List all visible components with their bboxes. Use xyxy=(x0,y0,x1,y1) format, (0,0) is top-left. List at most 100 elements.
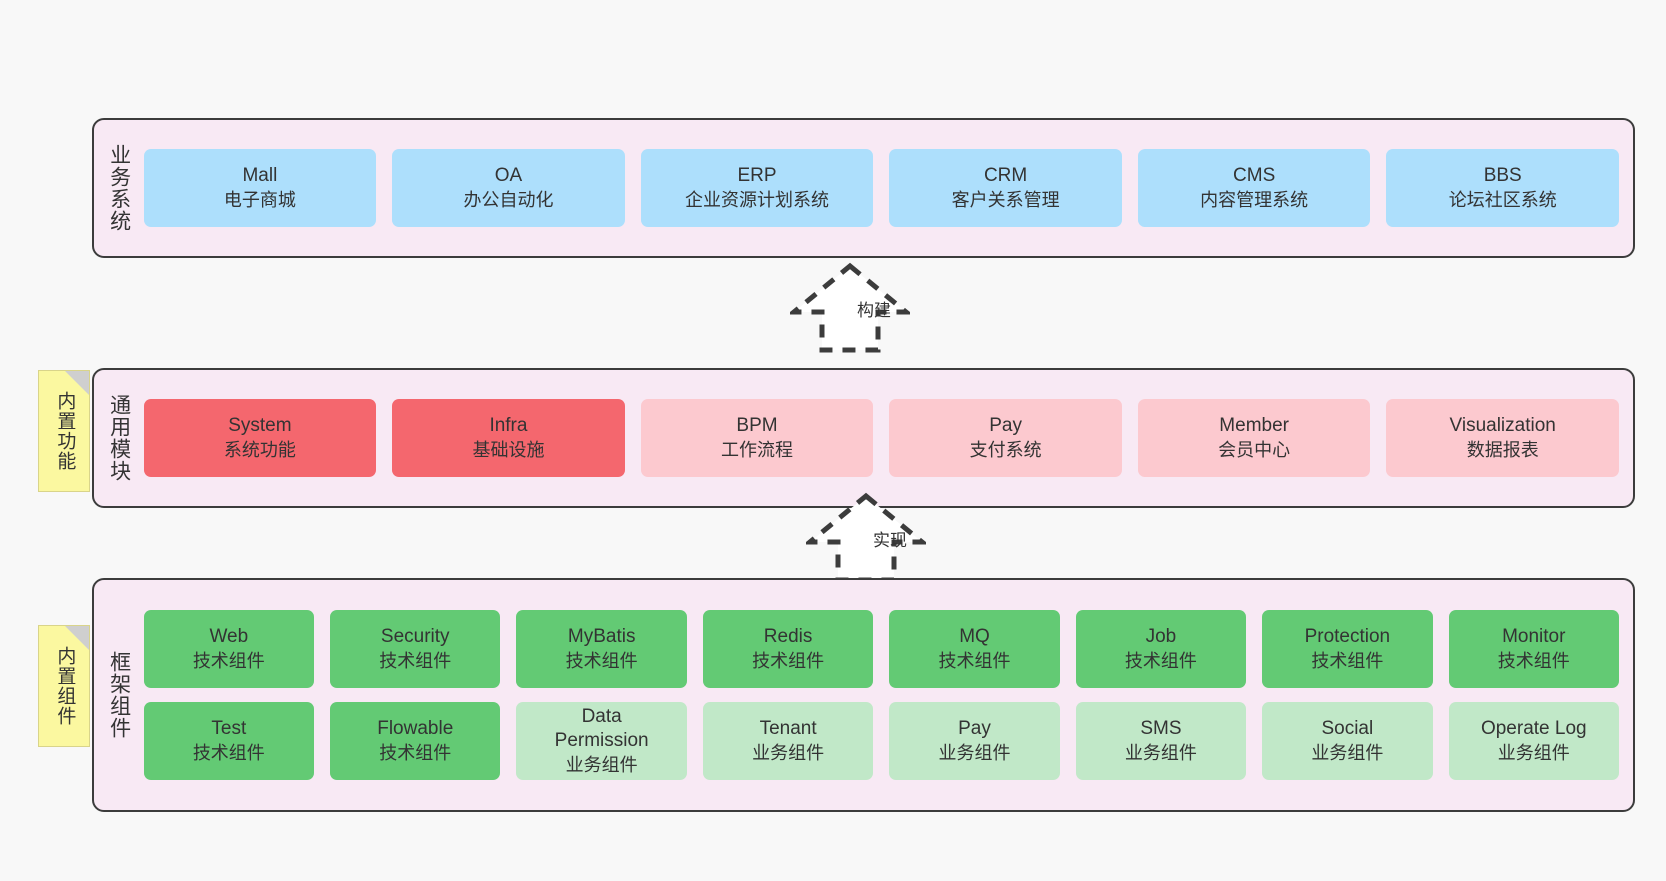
card-flowable[interactable]: Flowable 技术组件 xyxy=(330,702,501,780)
card-tenant-cn: 业务组件 xyxy=(752,742,825,763)
card-oa-en: OA xyxy=(494,165,523,187)
connector-build-arrow xyxy=(790,262,910,353)
card-operate-log-cn: 业务组件 xyxy=(1497,742,1570,763)
card-system-cn: 系统功能 xyxy=(223,439,296,460)
card-cms-en: CMS xyxy=(1233,165,1276,187)
card-data-permission[interactable]: Data Permission 业务组件 xyxy=(516,702,687,780)
card-security[interactable]: Security 技术组件 xyxy=(330,610,501,688)
card-security-en: Security xyxy=(380,626,450,648)
card-operate-log[interactable]: Operate Log 业务组件 xyxy=(1448,702,1619,780)
card-crm-cn: 客户关系管理 xyxy=(951,189,1060,210)
business-system-card-row: Mall 电子商城 OA 办公自动化 ERP 企业资源计划系统 CRM 客户关系… xyxy=(143,149,1619,227)
layer-business-system-title: 业务系统 xyxy=(107,144,131,232)
layer-common-module-title: 通用模块 xyxy=(107,394,131,482)
note-builtin-function-text: 内置功能 xyxy=(54,391,76,471)
card-mq[interactable]: MQ 技术组件 xyxy=(889,610,1060,688)
card-mybatis[interactable]: MyBatis 技术组件 xyxy=(516,610,687,688)
card-oa[interactable]: OA 办公自动化 xyxy=(392,149,625,227)
layer-framework-component: 框架组件 Web 技术组件 Security 技术组件 MyBatis 技术组件… xyxy=(92,578,1635,812)
card-mall[interactable]: Mall 电子商城 xyxy=(143,149,377,227)
card-web-cn: 技术组件 xyxy=(192,650,265,671)
layer-common-module: 通用模块 System 系统功能 Infra 基础设施 BPM 工作流程 Pay… xyxy=(92,368,1635,508)
card-web-en: Web xyxy=(209,626,249,648)
layer-business-system-body: Mall 电子商城 OA 办公自动化 ERP 企业资源计划系统 CRM 客户关系… xyxy=(142,120,1633,256)
card-monitor-cn: 技术组件 xyxy=(1497,650,1570,671)
card-infra-cn: 基础设施 xyxy=(472,439,545,460)
card-oa-cn: 办公自动化 xyxy=(463,189,554,210)
layer-common-module-body: System 系统功能 Infra 基础设施 BPM 工作流程 Pay 支付系统… xyxy=(142,370,1633,506)
card-mall-cn: 电子商城 xyxy=(223,189,296,210)
card-pay-component-en: Pay xyxy=(958,718,991,740)
layer-framework-component-body: Web 技术组件 Security 技术组件 MyBatis 技术组件 Redi… xyxy=(142,580,1633,810)
card-redis[interactable]: Redis 技术组件 xyxy=(702,610,874,688)
card-operate-log-en: Operate Log xyxy=(1480,718,1587,740)
card-web[interactable]: Web 技术组件 xyxy=(143,610,315,688)
card-flowable-en: Flowable xyxy=(377,718,454,740)
card-test-en: Test xyxy=(211,718,247,740)
framework-business-component-row: Test 技术组件 Flowable 技术组件 Data Permission … xyxy=(143,702,1619,780)
card-system[interactable]: System 系统功能 xyxy=(143,399,377,477)
note-fold-corner-icon xyxy=(65,626,89,650)
layer-framework-component-title: 框架组件 xyxy=(107,651,131,739)
note-builtin-component-text: 内置组件 xyxy=(54,646,76,726)
card-member[interactable]: Member 会员中心 xyxy=(1137,399,1371,477)
card-test[interactable]: Test 技术组件 xyxy=(143,702,315,780)
card-pay-module-cn: 支付系统 xyxy=(969,439,1042,460)
layer-business-system: 业务系统 Mall 电子商城 OA 办公自动化 ERP 企业资源计划系统 CRM… xyxy=(92,118,1635,258)
card-member-en: Member xyxy=(1219,415,1289,437)
card-social-cn: 业务组件 xyxy=(1311,742,1384,763)
card-data-permission-en: Data Permission xyxy=(554,706,649,752)
note-builtin-function: 内置功能 xyxy=(38,370,90,492)
card-bbs-en: BBS xyxy=(1483,165,1522,187)
card-erp[interactable]: ERP 企业资源计划系统 xyxy=(640,149,874,227)
card-social[interactable]: Social 业务组件 xyxy=(1262,702,1433,780)
card-bbs[interactable]: BBS 论坛社区系统 xyxy=(1386,149,1619,227)
card-crm-en: CRM xyxy=(983,165,1028,187)
card-social-en: Social xyxy=(1321,718,1374,740)
card-protection-en: Protection xyxy=(1304,626,1391,648)
card-mybatis-cn: 技术组件 xyxy=(565,650,638,671)
card-pay-component[interactable]: Pay 业务组件 xyxy=(889,702,1060,780)
connector-implement-label: 实现 xyxy=(873,531,907,550)
card-erp-en: ERP xyxy=(737,165,777,187)
card-pay-module-en: Pay xyxy=(989,415,1022,437)
card-monitor-en: Monitor xyxy=(1502,626,1566,648)
card-tenant[interactable]: Tenant 业务组件 xyxy=(702,702,874,780)
note-fold-corner-icon xyxy=(65,371,89,395)
card-visualization[interactable]: Visualization 数据报表 xyxy=(1386,399,1619,477)
card-job-en: Job xyxy=(1145,626,1177,648)
card-infra-en: Infra xyxy=(489,415,528,437)
framework-tech-component-row: Web 技术组件 Security 技术组件 MyBatis 技术组件 Redi… xyxy=(143,610,1619,688)
card-cms[interactable]: CMS 内容管理系统 xyxy=(1137,149,1371,227)
card-pay-component-cn: 业务组件 xyxy=(938,742,1011,763)
card-sms[interactable]: SMS 业务组件 xyxy=(1075,702,1247,780)
card-bpm[interactable]: BPM 工作流程 xyxy=(640,399,874,477)
card-sms-cn: 业务组件 xyxy=(1124,742,1197,763)
card-bpm-cn: 工作流程 xyxy=(721,439,794,460)
note-builtin-component: 内置组件 xyxy=(38,625,90,747)
card-mq-en: MQ xyxy=(959,626,990,648)
card-job[interactable]: Job 技术组件 xyxy=(1075,610,1247,688)
card-mybatis-en: MyBatis xyxy=(567,626,636,648)
connector-build-label: 构建 xyxy=(857,301,891,320)
card-system-en: System xyxy=(228,415,292,437)
card-protection[interactable]: Protection 技术组件 xyxy=(1262,610,1433,688)
card-pay-module[interactable]: Pay 支付系统 xyxy=(889,399,1122,477)
card-visualization-en: Visualization xyxy=(1449,415,1556,437)
card-crm[interactable]: CRM 客户关系管理 xyxy=(889,149,1122,227)
card-security-cn: 技术组件 xyxy=(379,650,452,671)
card-cms-cn: 内容管理系统 xyxy=(1200,189,1309,210)
card-job-cn: 技术组件 xyxy=(1124,650,1197,671)
common-module-card-row: System 系统功能 Infra 基础设施 BPM 工作流程 Pay 支付系统… xyxy=(143,399,1619,477)
card-erp-cn: 企业资源计划系统 xyxy=(685,189,830,210)
card-infra[interactable]: Infra 基础设施 xyxy=(392,399,625,477)
card-flowable-cn: 技术组件 xyxy=(379,742,452,763)
card-redis-en: Redis xyxy=(763,626,813,648)
card-visualization-cn: 数据报表 xyxy=(1466,439,1539,460)
card-data-permission-cn: 业务组件 xyxy=(565,754,638,775)
card-protection-cn: 技术组件 xyxy=(1311,650,1384,671)
card-monitor[interactable]: Monitor 技术组件 xyxy=(1448,610,1619,688)
card-member-cn: 会员中心 xyxy=(1218,439,1291,460)
card-tenant-en: Tenant xyxy=(759,718,817,740)
